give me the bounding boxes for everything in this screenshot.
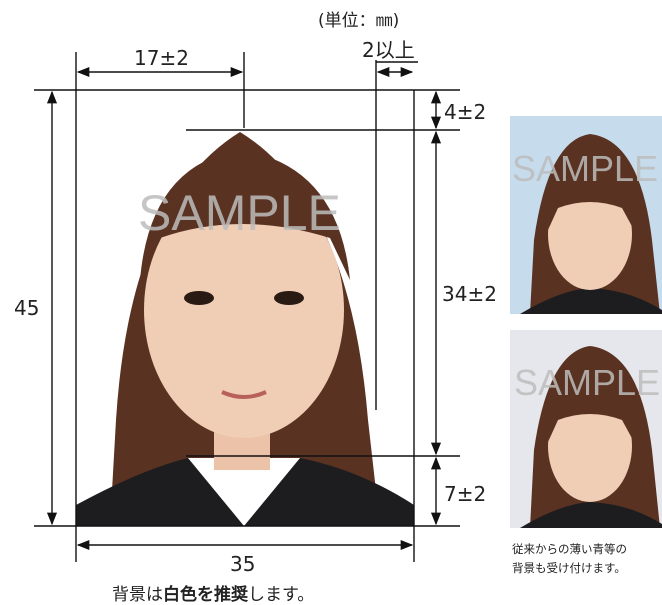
unit-label: (単位：㎜)	[318, 11, 400, 31]
sidenote-line-1: 従来からの薄い青等の	[512, 542, 627, 556]
dim-label-total-height: 45	[14, 296, 40, 320]
watermark-main: SAMPLE	[138, 185, 341, 241]
dim-label-left-to-crown: 17±2	[134, 46, 189, 70]
sidenote-line-2: 背景も受け付けます。	[512, 561, 626, 575]
caption-text-2: します。	[248, 585, 315, 605]
caption-emphasis: 白色を推奨	[163, 585, 248, 605]
sample-grey-background	[510, 330, 662, 528]
caption-text-1: 背景は	[112, 585, 163, 605]
background-caption: 背景は白色を推奨します。	[112, 580, 314, 605]
watermark-blue: SAMPLE	[512, 148, 659, 189]
background-sidenote: 従来からの薄い青等の 背景も受け付けます。	[512, 540, 662, 578]
dim-label-right-margin: 2以上	[362, 38, 415, 62]
watermark-grey: SAMPLE	[514, 362, 661, 403]
dim-label-face-height: 34±2	[442, 282, 497, 306]
dim-label-top-margin: 4±2	[444, 100, 487, 124]
sample-blue-background	[510, 116, 662, 314]
main-photo	[76, 90, 414, 526]
dim-label-total-width: 35	[230, 552, 256, 576]
dim-label-bottom-margin: 7±2	[444, 482, 487, 506]
